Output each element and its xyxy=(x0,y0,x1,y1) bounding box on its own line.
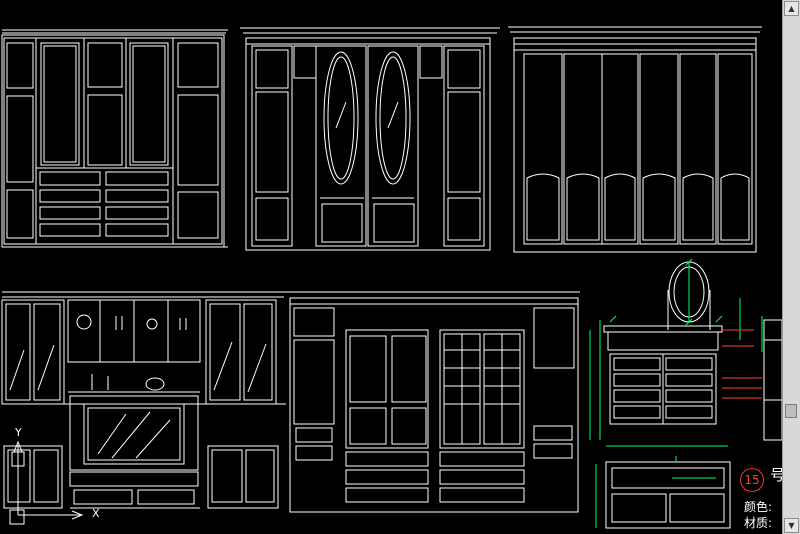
title-fragment: 号 xyxy=(770,466,786,484)
annotation-leaders xyxy=(722,329,762,399)
color-field-label: 颜色: xyxy=(744,500,773,514)
ucs-x-axis-label: X xyxy=(92,507,100,520)
dimension-lines xyxy=(589,258,763,528)
detail-number-badge: 15 xyxy=(740,468,764,492)
ucs-axis-icon xyxy=(9,440,84,525)
vertical-scrollbar[interactable]: ▲ ▼ xyxy=(782,0,800,534)
wardrobe-elevation-4 xyxy=(286,291,580,513)
material-field-label: 材质: xyxy=(744,516,773,530)
scroll-down-arrow-icon[interactable]: ▼ xyxy=(784,518,799,533)
wardrobe-elevation-3 xyxy=(508,26,762,253)
dresser-elevation xyxy=(603,261,782,529)
tv-cabinet-elevation xyxy=(1,291,286,509)
wardrobe-elevation-2 xyxy=(240,27,500,251)
cad-drawing-canvas[interactable] xyxy=(0,0,782,534)
scrollbar-thumb[interactable] xyxy=(785,404,797,418)
scroll-up-arrow-icon[interactable]: ▲ xyxy=(784,1,799,16)
wardrobe-elevation-1 xyxy=(1,29,228,248)
ucs-y-axis-label: Y xyxy=(15,426,22,439)
